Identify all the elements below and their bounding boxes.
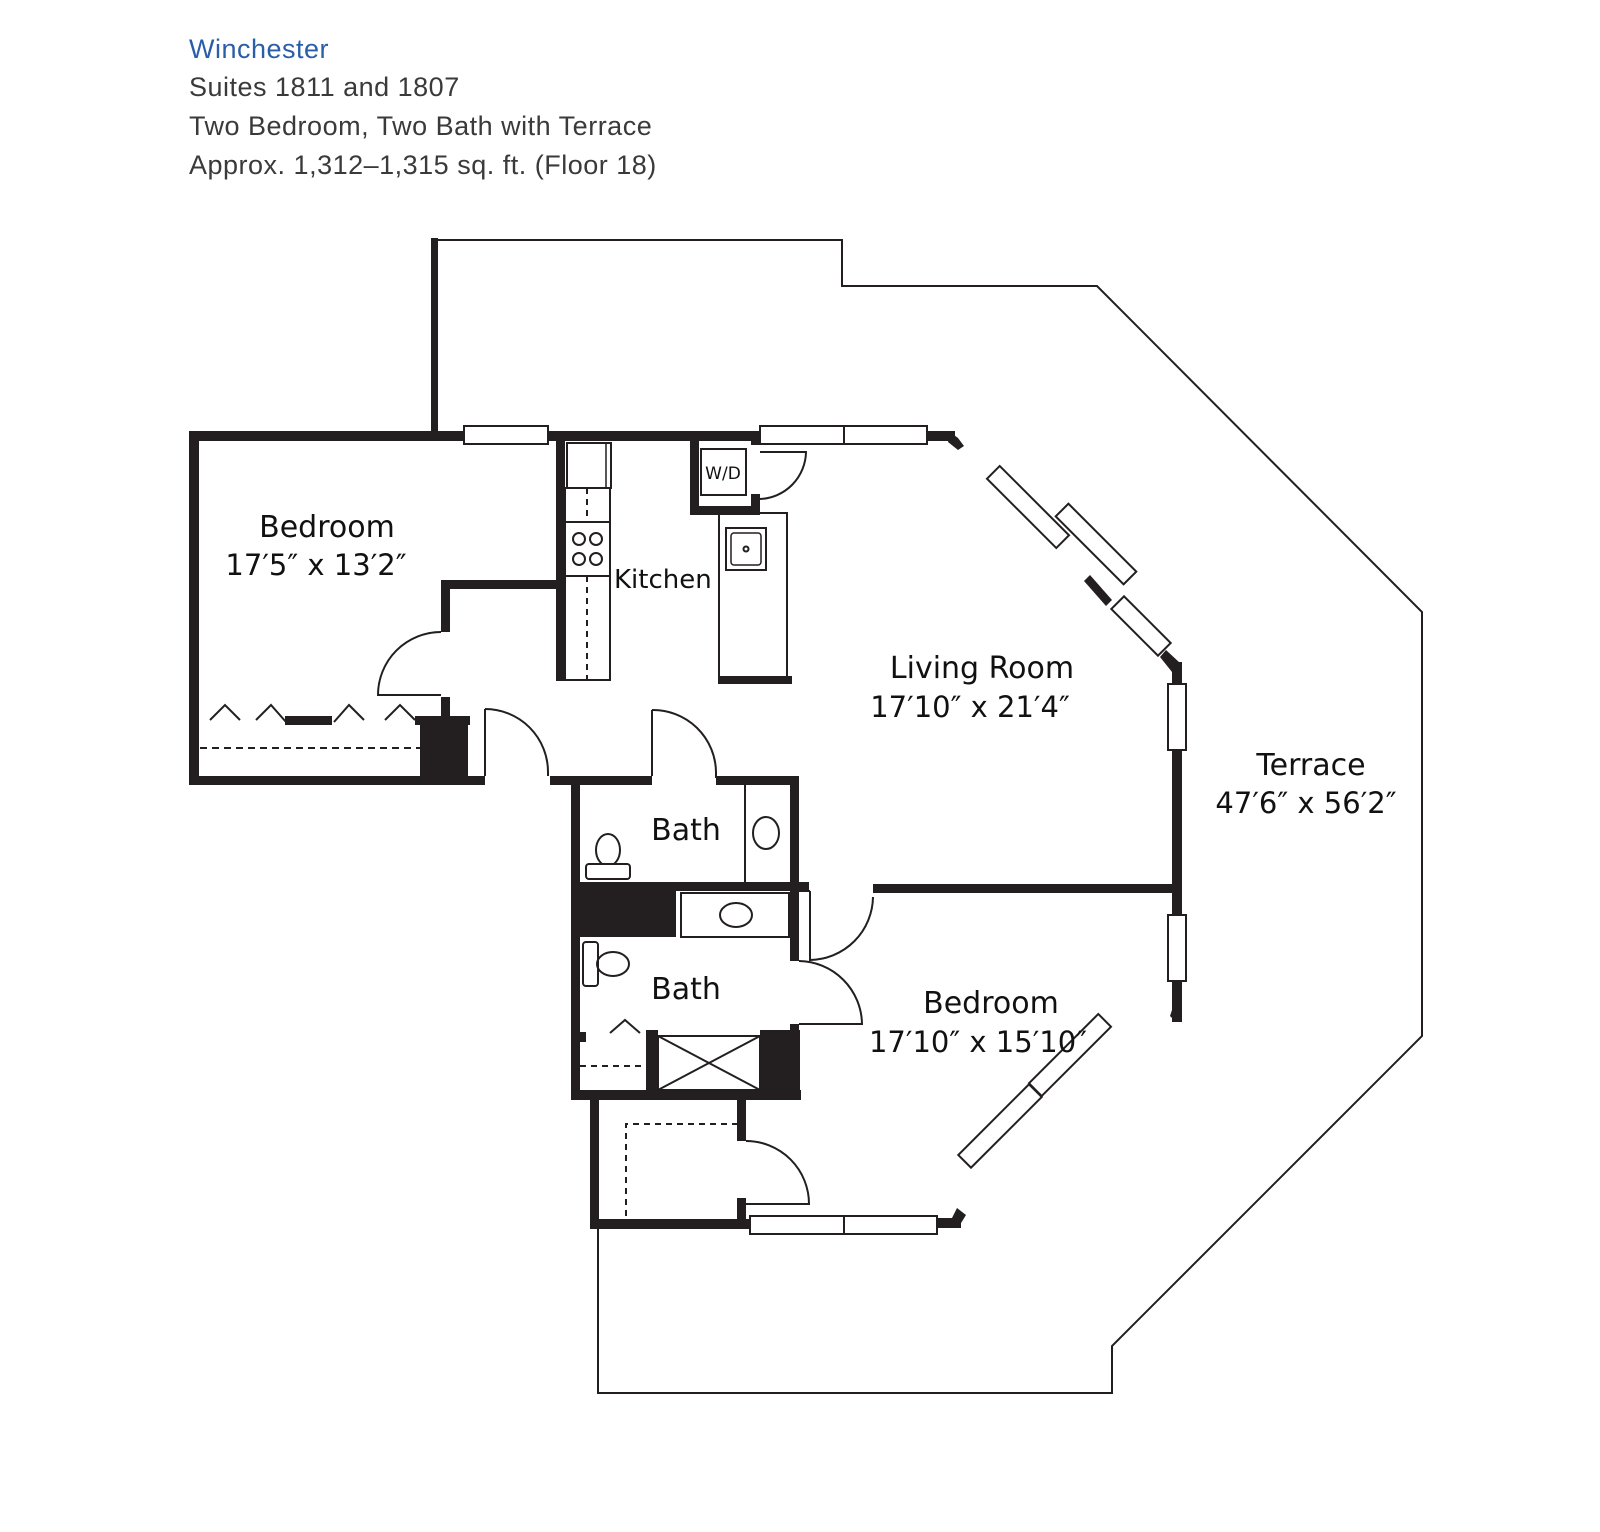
room-dims-bedroom-2: 17′10″ x 15′10″ (869, 1025, 1087, 1059)
description-line: Two Bedroom, Two Bath with Terrace (189, 111, 653, 141)
windows (463, 425, 1187, 1235)
plan-title: Winchester (189, 34, 330, 64)
room-name-kitchen: Kitchen (614, 565, 712, 595)
fixtures: W/D (564, 442, 790, 987)
room-dims-terrace: 47′6″ x 56′2″ (1215, 786, 1396, 820)
area-line: Approx. 1,312–1,315 sq. ft. (Floor 18) (189, 150, 657, 180)
suites-line: Suites 1811 and 1807 (189, 72, 460, 102)
sink-icon (752, 816, 780, 850)
room-name-bath-1: Bath (651, 813, 721, 848)
interior-walls (189, 431, 1178, 1228)
exterior-walls (189, 431, 1182, 1229)
sink-icon (725, 527, 767, 571)
washer-dryer-icon (700, 448, 747, 496)
washer-dryer-label: W/D (705, 464, 741, 484)
room-name-bath-2: Bath (651, 972, 721, 1007)
room-dims-bedroom-1: 17′5″ x 13′2″ (225, 548, 406, 582)
cooktop-icon (564, 521, 611, 577)
sink-icon (719, 902, 753, 928)
room-labels: Bedroom 17′5″ x 13′2″ Kitchen Living Roo… (225, 510, 1396, 1059)
room-name-bedroom-1: Bedroom (259, 510, 395, 545)
plan-header: Winchester Suites 1811 and 1807 Two Bedr… (189, 30, 657, 185)
toilet-icon (585, 833, 631, 880)
room-name-living-room: Living Room (890, 651, 1074, 686)
toilet-icon (582, 941, 630, 987)
terrace-outline (431, 238, 1423, 1394)
room-dims-living-room: 17′10″ x 21′4″ (870, 690, 1070, 724)
room-name-bedroom-2: Bedroom (923, 986, 1059, 1021)
room-name-terrace: Terrace (1255, 748, 1365, 783)
